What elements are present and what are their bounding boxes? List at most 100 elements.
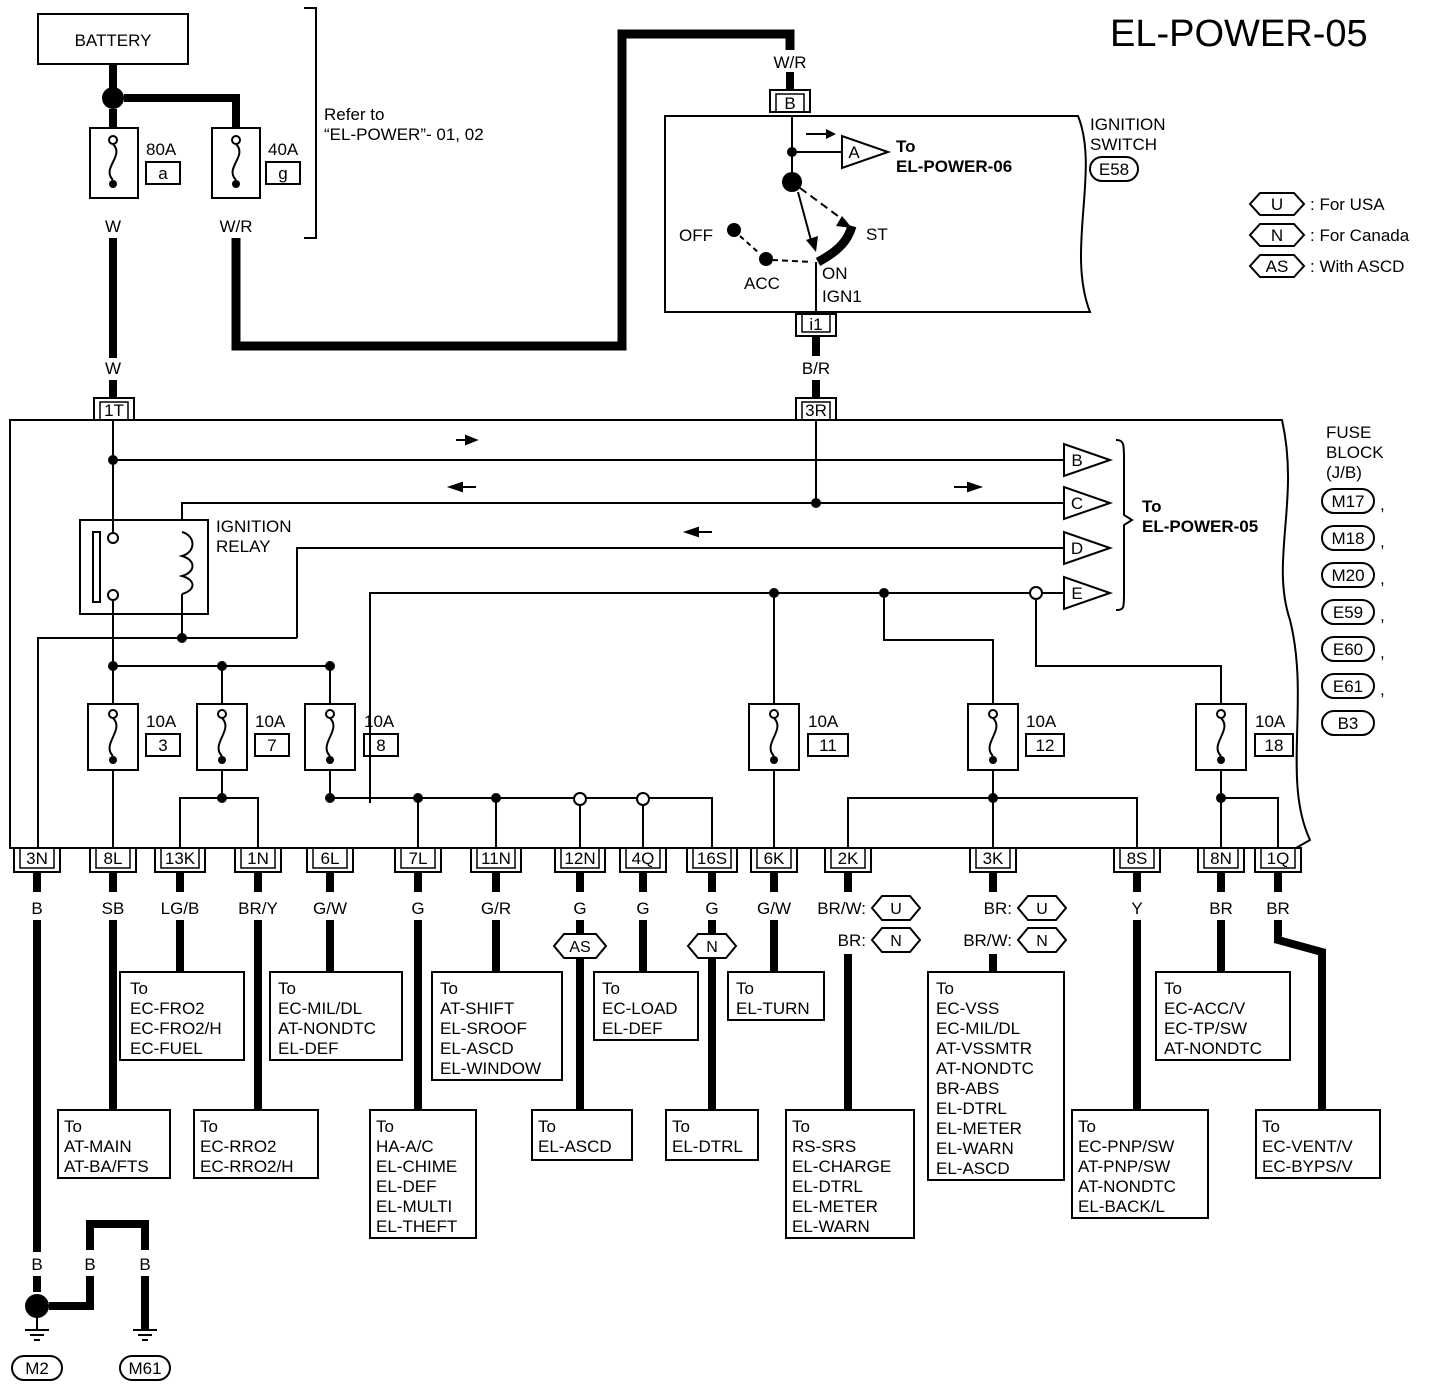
connector-a-label: A [848,143,860,162]
svg-text:1N: 1N [247,849,269,868]
svg-text:To: To [1078,1117,1096,1136]
terminal-8n: 8N [1197,847,1245,873]
svg-text:EL-ASCD: EL-ASCD [936,1159,1010,1178]
svg-text:M17: M17 [1331,492,1364,511]
svg-text:EC-ACC/V: EC-ACC/V [1164,999,1246,1018]
wire-color-wr: W/R [773,53,806,72]
svg-text:To: To [200,1117,218,1136]
fuse-block-connectors: M17 , M18 , M20 , E59 , E60 , E61 , B3 [1321,488,1385,736]
dest-6k: To EL-TURN [727,971,825,1021]
svg-text:B: B [84,1255,95,1274]
svg-text:EL-DEF: EL-DEF [278,1039,338,1058]
svg-text:EC-FRO2/H: EC-FRO2/H [130,1019,222,1038]
wire-color-wr-top: W/R [219,217,252,236]
svg-text:BR/W:: BR/W: [817,899,866,918]
fuse-80a-id: a [158,164,168,183]
svg-text:: For USA: : For USA [1310,195,1385,214]
fuse-3 [87,703,139,771]
wire-colors: B SB LG/B BR/Y G/W G G/R G G G G/W BR/W:… [31,899,1289,950]
fuse-7-num: 7 [267,736,276,755]
battery-label: BATTERY [75,31,152,50]
svg-text:6K: 6K [764,849,785,868]
svg-text:16S: 16S [697,849,727,868]
option-tags: AS N U N U N [552,895,1068,959]
ground-section: B B B M2 M61 [11,1220,171,1381]
fuse-8-num: 8 [376,736,385,755]
svg-text:AT-VSSMTR: AT-VSSMTR [936,1039,1032,1058]
terminal-4q: 4Q [619,847,667,873]
svg-text:,: , [1380,606,1385,625]
el-power-05-label: EL-POWER-05 [1142,517,1258,536]
fuse-block-title2: BLOCK [1326,443,1384,462]
dest-8l: To AT-MAIN AT-BA/FTS [57,1109,171,1179]
svg-text:EL-ASCD: EL-ASCD [538,1137,612,1156]
svg-text:3N: 3N [26,849,48,868]
connector-a-arrow [841,134,892,170]
terminal-b: B [784,94,795,113]
svg-text:,: , [1380,569,1385,588]
svg-text:BR:: BR: [984,899,1012,918]
svg-text:To: To [1164,979,1182,998]
fuse-12-num: 12 [1036,736,1055,755]
terminal-11n: 11N [470,847,522,873]
svg-text:EL-WARN: EL-WARN [792,1217,870,1236]
dest-11n: To AT-SHIFT EL-SROOF EL-ASCD EL-WINDOW [431,971,563,1081]
terminal-6l: 6L [306,847,354,873]
terminal-i1: i1 [809,315,822,334]
wire-color-br: B/R [802,359,830,378]
fuse-40a-amp: 40A [268,140,299,159]
svg-text:AS: AS [569,939,590,956]
fuse-80a-amp: 80A [146,140,177,159]
svg-text:E59: E59 [1333,603,1363,622]
ignition-relay [79,519,209,615]
dest-3k: To EC-VSS EC-MIL/DL AT-VSSMTR AT-NONDTC … [927,971,1065,1181]
fuse-11 [748,703,800,771]
svg-text:U: U [890,901,902,918]
svg-text:N: N [1036,933,1048,950]
svg-text:EC-FUEL: EC-FUEL [130,1039,203,1058]
svg-text:,: , [1380,643,1385,662]
svg-text:,: , [1380,680,1385,699]
svg-text:M18: M18 [1331,529,1364,548]
svg-text:To: To [538,1117,556,1136]
svg-text:EL-CHARGE: EL-CHARGE [792,1157,891,1176]
svg-text:To: To [792,1117,810,1136]
svg-text:EL-WARN: EL-WARN [936,1139,1014,1158]
fuse-40a [211,127,261,199]
dest-1n: To EC-RRO2 EC-RRO2/H [193,1109,319,1179]
svg-text:E: E [1071,584,1082,603]
svg-text:EC-LOAD: EC-LOAD [602,999,678,1018]
svg-text:BR:: BR: [838,931,866,950]
acc-position-dot [759,252,773,266]
svg-text:G: G [636,899,649,918]
svg-text:11N: 11N [481,849,511,868]
svg-text:B: B [1071,451,1082,470]
terminal-16s: 16S [686,847,738,873]
svg-text:N: N [706,939,718,956]
svg-text:AT-MAIN: AT-MAIN [64,1137,132,1156]
svg-text:To: To [1262,1117,1280,1136]
svg-text:B: B [31,1255,42,1274]
dest-8n: To EC-ACC/V EC-TP/SW AT-NONDTC [1155,971,1291,1061]
svg-text:AT-NONDTC: AT-NONDTC [278,1019,376,1038]
svg-text:EC-MIL/DL: EC-MIL/DL [936,1019,1020,1038]
terminal-3r: 3R [805,401,827,420]
svg-text:EC-PNP/SW: EC-PNP/SW [1078,1137,1174,1156]
svg-text:EL-TURN: EL-TURN [736,999,810,1018]
svg-text:EL-DTRL: EL-DTRL [936,1099,1007,1118]
ignition-switch-box [664,115,1092,313]
svg-text:AT-BA/FTS: AT-BA/FTS [64,1157,149,1176]
svg-text:G/W: G/W [757,899,791,918]
svg-text:: With ASCD: : With ASCD [1310,257,1404,276]
ign1-label: IGN1 [822,287,862,306]
svg-text:N: N [1271,226,1283,245]
ground-m2: M2 [25,1359,49,1378]
svg-text:13K: 13K [165,849,196,868]
svg-text:6L: 6L [321,849,340,868]
svg-text:7L: 7L [409,849,428,868]
ignition-relay-title1: IGNITION [216,517,292,536]
fuse-block-title3: (J/B) [1326,463,1362,482]
svg-text:EL-SROOF: EL-SROOF [440,1019,527,1038]
fuse-11-amp: 10A [808,712,839,731]
